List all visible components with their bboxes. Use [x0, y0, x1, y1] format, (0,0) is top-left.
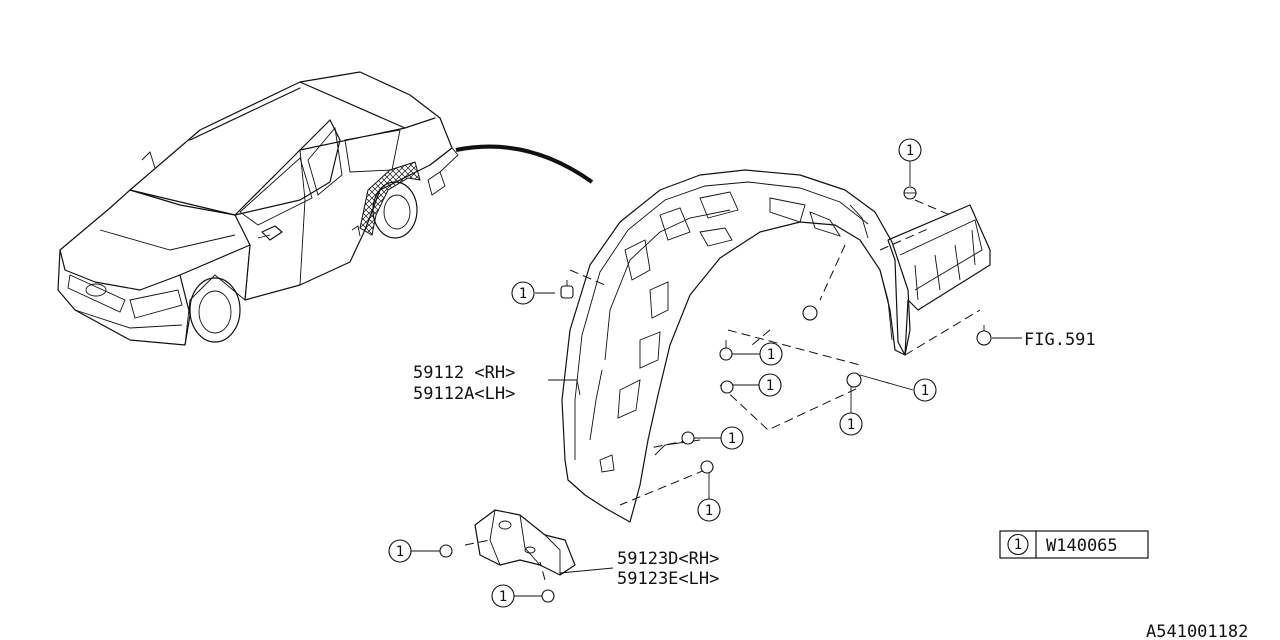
legend-part-number[interactable]: W140065 — [1046, 536, 1118, 556]
bracket-part-number-lh[interactable]: 59123E<LH> — [617, 569, 719, 589]
clip-bracket-bottom-icon — [541, 589, 555, 603]
legend-box: 1 W140065 — [999, 530, 1149, 559]
callout-number: 1 — [499, 589, 507, 605]
callout-1-top-right: 1 — [898, 138, 922, 162]
assembly-lines — [464, 199, 981, 581]
car-illustration — [57, 71, 459, 346]
callout-number: 1 — [705, 503, 713, 519]
clip-low2-icon — [700, 460, 714, 474]
clip-mid1-icon — [719, 340, 733, 361]
callout-1-low2: 1 — [697, 498, 721, 522]
clip-lower-icon — [846, 372, 862, 388]
clip-center-icon — [802, 305, 818, 321]
bracket — [474, 509, 576, 576]
drawing-id: A541001182 — [1146, 622, 1248, 640]
callout-1-mid2: 1 — [758, 373, 782, 397]
liner-part-number-lh[interactable]: 59112A<LH> — [413, 384, 515, 404]
pointer-arrow — [455, 144, 594, 184]
legend-key: 1 — [1014, 537, 1022, 553]
clip-low1-icon — [681, 431, 695, 445]
callout-1-bracket-bottom: 1 — [491, 584, 515, 608]
wheel-liner — [561, 169, 911, 523]
clip-bracket-left-icon — [439, 544, 453, 558]
callout-1-bracket-left: 1 — [388, 539, 412, 563]
callout-number: 1 — [728, 431, 736, 447]
clip-upper-left-icon — [560, 280, 574, 299]
callout-1-right: 1 — [913, 378, 937, 402]
callout-number: 1 — [906, 143, 914, 159]
callout-1-mid1: 1 — [759, 342, 783, 366]
reference-fig-label[interactable]: FIG.591 — [1024, 330, 1096, 350]
mud-plate — [887, 204, 991, 356]
callout-number: 1 — [847, 417, 855, 433]
callout-number: 1 — [766, 378, 774, 394]
callout-number: 1 — [396, 544, 404, 560]
clips — [439, 186, 992, 603]
clip-top-right-icon — [903, 186, 917, 200]
callout-1-upper-left: 1 — [511, 281, 535, 305]
bracket-part-number-rh[interactable]: 59123D<RH> — [617, 549, 719, 569]
callout-number: 1 — [921, 383, 929, 399]
clip-mid2-icon — [720, 380, 734, 394]
callout-1-lower: 1 — [839, 412, 863, 436]
callout-1-low1: 1 — [720, 426, 744, 450]
callout-number: 1 — [767, 347, 775, 363]
clip-fig-icon — [976, 325, 992, 346]
callout-leaders — [411, 160, 1022, 597]
liner-part-number-rh[interactable]: 59112 <RH> — [413, 363, 515, 383]
callout-number: 1 — [519, 286, 527, 302]
